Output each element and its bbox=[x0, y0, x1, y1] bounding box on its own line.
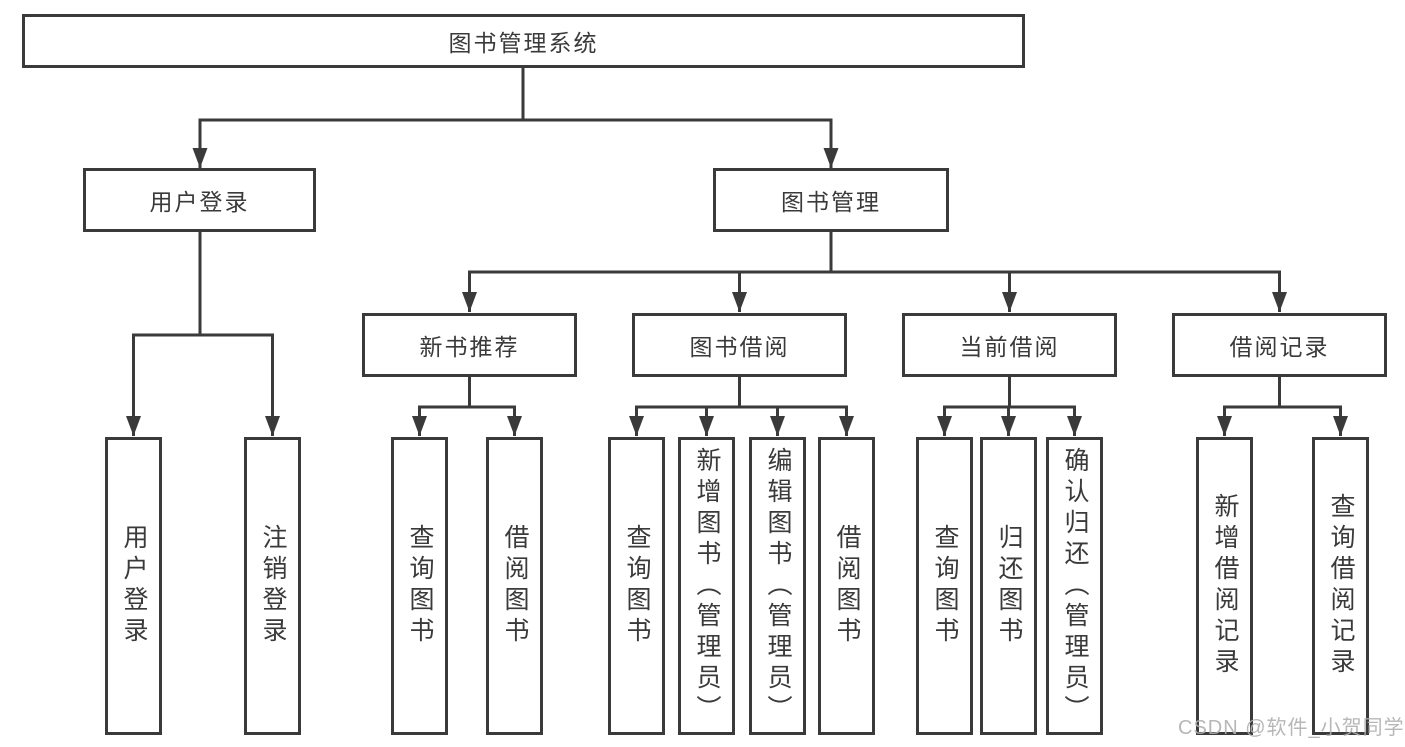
node-new-book-recommend: 新书推荐 bbox=[362, 313, 577, 377]
node-book-borrowing: 图书借阅 bbox=[632, 313, 847, 377]
leaf-logout: 注销登录 bbox=[244, 437, 301, 735]
leaf-bb-query-books: 查询图书 bbox=[608, 437, 665, 735]
node-label: 新增借阅记录 bbox=[1211, 493, 1239, 679]
leaf-br-add-record: 新增借阅记录 bbox=[1196, 437, 1253, 735]
node-current-borrowing: 当前借阅 bbox=[902, 313, 1117, 377]
leaf-nb-query-books: 查询图书 bbox=[391, 437, 448, 735]
leaf-bb-edit-books-admin: 编辑图书（管理员） bbox=[749, 437, 806, 735]
connector-borrow-records-to-leaves bbox=[1217, 377, 1348, 436]
connector-book-borrow-to-leaves bbox=[629, 377, 854, 436]
node-label: 借阅记录 bbox=[1229, 334, 1330, 360]
leaf-cb-confirm-return-admin: 确认归还（管理员） bbox=[1046, 437, 1103, 735]
node-label: 查询借阅记录 bbox=[1327, 493, 1355, 679]
node-label: 新书推荐 bbox=[419, 334, 520, 360]
node-user-login: 用户登录 bbox=[83, 168, 316, 232]
node-label: 图书借阅 bbox=[689, 334, 790, 360]
node-book-management: 图书管理 bbox=[713, 168, 949, 232]
node-label: 查询图书 bbox=[623, 524, 651, 648]
connector-book-mgmt-to-level3 bbox=[462, 232, 1287, 312]
node-borrowing-records: 借阅记录 bbox=[1172, 313, 1387, 377]
node-label: 编辑图书（管理员） bbox=[764, 446, 792, 726]
leaf-bb-add-books-admin: 新增图书（管理员） bbox=[678, 437, 735, 735]
node-label: 新增图书（管理员） bbox=[693, 446, 721, 726]
node-label: 当前借阅 bbox=[959, 334, 1060, 360]
leaf-cb-query-books: 查询图书 bbox=[916, 437, 973, 735]
node-label: 归还图书 bbox=[995, 524, 1023, 648]
connector-current-borrow-to-leaves bbox=[937, 377, 1082, 436]
node-label: 图书管理系统 bbox=[448, 30, 599, 56]
node-label: 注销登录 bbox=[259, 524, 287, 648]
leaf-nb-borrow-books: 借阅图书 bbox=[486, 437, 543, 735]
leaf-bb-borrow-books: 借阅图书 bbox=[818, 437, 875, 735]
leaf-br-query-record: 查询借阅记录 bbox=[1312, 437, 1369, 735]
node-label: 用户登录 bbox=[120, 524, 148, 648]
node-label: 借阅图书 bbox=[833, 524, 861, 648]
node-label: 查询图书 bbox=[406, 524, 434, 648]
node-label: 查询图书 bbox=[931, 524, 959, 648]
leaf-cb-return-books: 归还图书 bbox=[980, 437, 1037, 735]
connector-new-books-to-leaves bbox=[412, 377, 522, 436]
connector-user-login-to-leaves bbox=[126, 232, 280, 436]
node-label: 用户登录 bbox=[149, 189, 250, 215]
watermark: CSDN @软件_小贺同学 bbox=[1178, 717, 1405, 739]
node-label: 图书管理 bbox=[781, 189, 881, 215]
connector-root-to-level2 bbox=[192, 68, 839, 168]
leaf-user-login: 用户登录 bbox=[105, 437, 162, 735]
node-label: 借阅图书 bbox=[501, 524, 529, 648]
node-root-library-system: 图书管理系统 bbox=[22, 14, 1025, 68]
node-label: 确认归还（管理员） bbox=[1061, 446, 1089, 726]
